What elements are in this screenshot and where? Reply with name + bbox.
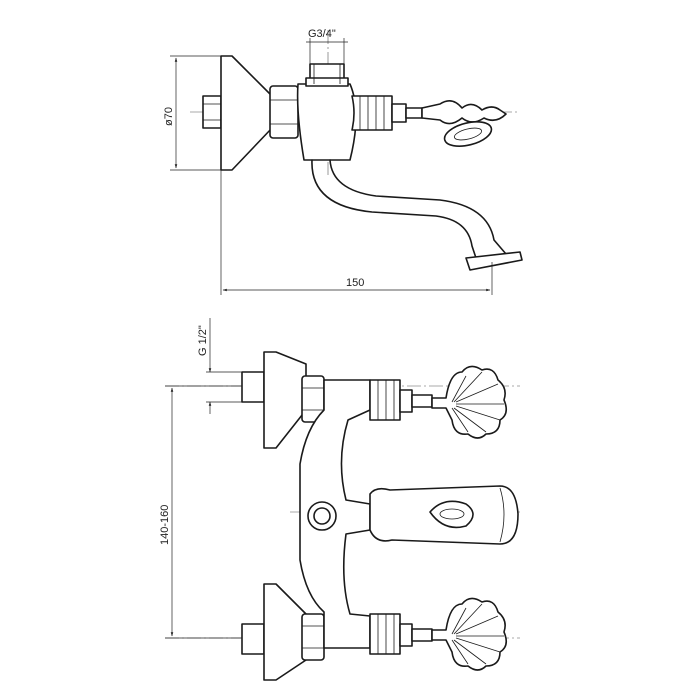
diameter-label: ø70 (163, 107, 175, 126)
front-view (165, 318, 520, 681)
thread-bottom-label: G 1/2" (197, 325, 209, 356)
length-label: 150 (346, 277, 364, 289)
thread-top-label: G3/4" (308, 28, 336, 40)
top-view (170, 30, 523, 295)
spacing-label: 140-160 (159, 505, 171, 545)
